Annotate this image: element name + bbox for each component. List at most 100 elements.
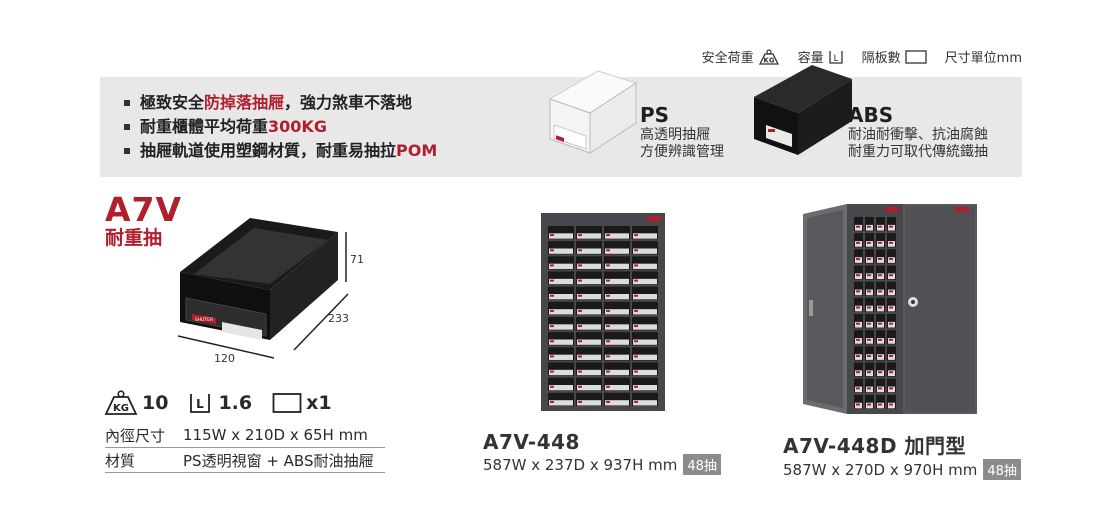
ps-desc-1: 高透明抽屜	[640, 127, 710, 143]
spec-row: 材質 PS透明視窗 + ABS耐油抽屜	[105, 448, 385, 473]
abs-material-info: ABS 耐油耐衝擊、抗油腐蝕 耐重力可取代傳統鐵抽	[848, 103, 988, 161]
cabinet-drawer	[854, 378, 863, 393]
cabinet-drawer	[854, 362, 863, 377]
product-a7v-448: A7V-448 587W x 237D x 937H mm 48抽	[483, 430, 721, 475]
cabinet-drawer	[876, 217, 885, 232]
product-dimensions: 587W x 237D x 937H mm 48抽	[483, 454, 721, 475]
cabinet-drawer	[865, 265, 874, 280]
legend-divider-label: 隔板數	[861, 51, 901, 66]
drawer-count-badge: 48抽	[983, 459, 1021, 480]
product-name: A7V-448D 加門型	[783, 434, 967, 458]
dim-depth: 233	[328, 312, 349, 325]
cabinet-drawer	[865, 330, 874, 345]
cabinet-drawer	[854, 217, 863, 232]
cabinet-a7v-448-image	[541, 213, 665, 411]
legend-capacity-label: 容量	[797, 51, 824, 66]
cabinet-drawer	[854, 233, 863, 248]
spec-row: 內徑尺寸 115W x 210D x 65H mm	[105, 423, 385, 448]
cabinet-drawer	[854, 249, 863, 264]
cabinet-drawer	[876, 314, 885, 329]
svg-text:L: L	[833, 54, 838, 64]
capacity-icon: L	[190, 394, 211, 413]
cabinet-a7v-448d-image	[803, 204, 977, 414]
cabinet-drawer	[887, 297, 896, 312]
ps-title: PS	[640, 103, 670, 127]
cabinet-drawer	[865, 281, 874, 296]
cabinet-drawer	[854, 314, 863, 329]
cabinet-drawer	[887, 217, 896, 232]
cabinet-drawer	[865, 314, 874, 329]
weight-icon: KG	[758, 48, 780, 65]
cabinet-drawer	[854, 265, 863, 280]
spec-table: 內徑尺寸 115W x 210D x 65H mm 材質 PS透明視窗 + AB…	[105, 423, 385, 473]
spec-key: 內徑尺寸	[105, 426, 166, 445]
cabinet-drawer	[887, 265, 896, 280]
cabinet-drawer	[887, 394, 896, 409]
load-spec: KG 10	[104, 390, 168, 416]
legend-load-label: 安全荷重	[701, 51, 754, 66]
divider-value: x1	[306, 392, 332, 414]
feature-item: 極致安全防掉落抽屜，強力煞車不落地	[124, 91, 437, 115]
capacity-spec: L 1.6	[188, 391, 252, 415]
cabinet-drawer	[865, 378, 874, 393]
cabinet-drawer	[854, 394, 863, 409]
divider-spec: x1	[272, 392, 332, 414]
feature-item: 抽屜軌道使用塑鋼材質，耐重易抽拉 POM	[124, 139, 437, 163]
product-dimensions: 587W x 270D x 970H mm 48抽	[783, 459, 1021, 480]
cabinet-drawer	[887, 346, 896, 361]
cabinet-drawer	[876, 265, 885, 280]
ps-desc-2: 方便辨識管理	[640, 144, 724, 160]
cabinet-drawer	[865, 233, 874, 248]
cabinet-drawer	[887, 330, 896, 345]
spec-value: PS透明視窗 + ABS耐油抽屜	[183, 451, 374, 470]
svg-text:L: L	[197, 397, 205, 411]
drawer-image: SHUTER	[177, 218, 349, 359]
feature-banner: 極致安全防掉落抽屜，強力煞車不落地 耐重櫃體平均荷重 300KG 抽屜軌道使用塑…	[100, 65, 1022, 177]
ps-material-info: PS 高透明抽屜 方便辨識管理	[640, 103, 724, 161]
cabinet-drawer	[876, 378, 885, 393]
feature-list: 極致安全防掉落抽屜，強力煞車不落地 耐重櫃體平均荷重 300KG 抽屜軌道使用塑…	[124, 91, 437, 163]
svg-text:KG: KG	[763, 56, 774, 64]
spec-icons-row: KG 10 L 1.6 x1	[104, 390, 352, 416]
legend-unit-label: 尺寸單位mm	[944, 51, 1022, 66]
abs-title: ABS	[848, 103, 894, 127]
cabinet-drawer	[887, 233, 896, 248]
ps-drawer-image	[548, 70, 638, 154]
cabinet-drawer	[887, 281, 896, 296]
cabinet-drawer	[887, 378, 896, 393]
cabinet-drawer	[876, 394, 885, 409]
cabinet-drawer	[865, 249, 874, 264]
spec-value: 115W x 210D x 65H mm	[183, 426, 368, 444]
cabinet-drawer	[876, 233, 885, 248]
cabinet-drawer	[865, 362, 874, 377]
cabinet-drawer	[876, 249, 885, 264]
product-a7v-448d: A7V-448D 加門型 587W x 270D x 970H mm 48抽	[783, 430, 1021, 480]
abs-desc-2: 耐重力可取代傳統鐵抽	[848, 144, 988, 160]
dim-width: 120	[214, 352, 235, 365]
capacity-value: 1.6	[218, 392, 253, 414]
cabinet-drawer	[887, 314, 896, 329]
spec-key: 材質	[105, 451, 136, 470]
divider-icon	[272, 393, 302, 413]
cabinet-drawer	[854, 281, 863, 296]
product-name: A7V-448	[483, 430, 580, 454]
cabinet-drawer	[854, 330, 863, 345]
cabinet-drawer	[865, 297, 874, 312]
cabinet-drawer	[865, 217, 874, 232]
svg-text:KG: KG	[113, 403, 129, 414]
spec-legend: 安全荷重 KG 容量 L 隔板數 尺寸單位mm	[702, 47, 1022, 66]
load-value: 10	[142, 392, 169, 414]
cabinet-drawer	[876, 297, 885, 312]
model-subtitle: 耐重抽	[105, 227, 163, 249]
model-name: A7V	[105, 190, 183, 229]
cabinet-drawer	[854, 346, 863, 361]
cabinet-drawer	[876, 362, 885, 377]
abs-drawer-image	[754, 65, 852, 155]
weight-icon: KG	[104, 390, 138, 415]
cabinet-drawer	[876, 330, 885, 345]
cabinet-drawer	[876, 281, 885, 296]
abs-desc-1: 耐油耐衝擊、抗油腐蝕	[848, 127, 988, 143]
capacity-icon: L	[828, 49, 844, 65]
drawer-count-badge: 48抽	[683, 454, 721, 475]
feature-item: 耐重櫃體平均荷重 300KG	[124, 115, 437, 139]
